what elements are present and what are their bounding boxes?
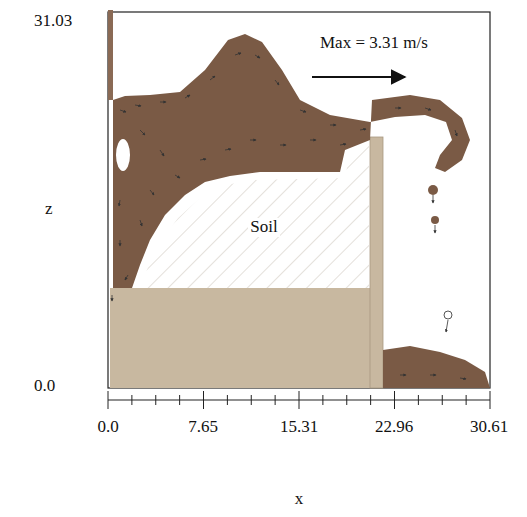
flow-body	[113, 34, 470, 288]
soil-hatching	[140, 142, 369, 288]
scale-label: Max = 3.31 m/s	[320, 34, 428, 53]
velocity-vector	[310, 140, 316, 141]
velocity-vector	[446, 320, 448, 332]
tick	[275, 395, 276, 405]
velocity-vector	[150, 190, 154, 195]
velocity-vector	[160, 150, 164, 156]
velocity-vector	[140, 220, 142, 226]
velocity-vector	[140, 130, 145, 135]
velocity-vector	[120, 110, 126, 112]
deposit	[383, 346, 490, 388]
tick	[370, 395, 371, 405]
axis-title: z	[45, 200, 53, 219]
tick-label: 0.0	[97, 418, 118, 437]
velocity-vector	[455, 130, 457, 136]
velocity-vector	[112, 295, 113, 301]
tick	[299, 391, 300, 409]
axis-value: 0.0	[34, 377, 55, 396]
velocity-vector	[340, 144, 346, 145]
tick	[466, 395, 467, 405]
velocity-vector	[200, 159, 206, 160]
velocity-vector	[135, 105, 141, 106]
axis-title: x	[295, 490, 304, 509]
droplet	[431, 216, 439, 224]
tick	[179, 395, 180, 405]
droplet	[428, 185, 438, 195]
velocity-vector	[300, 110, 306, 112]
droplet	[444, 311, 452, 319]
inlet-post	[108, 10, 113, 100]
tick-label: 22.96	[375, 418, 413, 437]
tick	[131, 395, 132, 405]
region-label: Soil	[248, 218, 279, 237]
tick	[203, 391, 204, 409]
velocity-vector	[255, 55, 260, 58]
velocity-vector	[120, 240, 121, 246]
scale-arrow	[312, 76, 405, 78]
velocity-vector	[210, 76, 215, 80]
tick-label: 7.65	[188, 418, 218, 437]
tick	[418, 395, 419, 405]
velocity-vector	[280, 145, 286, 146]
tick	[322, 395, 323, 405]
base-block	[110, 288, 383, 388]
tick-label: 15.31	[280, 418, 318, 437]
velocity-vector	[275, 80, 279, 85]
velocity-vector	[185, 95, 190, 98]
x-ticks	[108, 391, 490, 409]
velocity-vector	[433, 195, 434, 203]
tick-label: 30.61	[470, 418, 508, 437]
tick	[227, 395, 228, 405]
axis-value: 31.03	[34, 12, 72, 31]
velocity-vector	[235, 53, 241, 55]
vortex-hole	[116, 139, 130, 171]
tick	[490, 391, 491, 409]
velocity-vector	[175, 175, 180, 178]
velocity-vector	[435, 225, 436, 233]
retaining-wall	[370, 137, 383, 388]
velocity-vector	[460, 378, 466, 379]
velocity-vector	[430, 375, 436, 376]
velocity-vector	[225, 149, 231, 150]
tick	[108, 391, 109, 409]
velocity-vector	[395, 108, 401, 109]
velocity-vector	[250, 140, 256, 141]
tick	[155, 395, 156, 405]
tick	[394, 391, 395, 409]
velocity-vectors	[112, 53, 466, 379]
tick	[346, 395, 347, 405]
velocity-vector	[125, 275, 128, 280]
velocity-vector	[425, 108, 431, 110]
tick	[442, 395, 443, 405]
velocity-vector	[360, 129, 366, 130]
velocity-vector	[400, 375, 406, 376]
soil-region	[140, 142, 369, 288]
velocity-vector	[160, 102, 166, 103]
velocity-vector	[330, 125, 336, 126]
tick	[251, 395, 252, 405]
velocity-vector	[119, 200, 120, 206]
plot-frame	[108, 12, 490, 388]
